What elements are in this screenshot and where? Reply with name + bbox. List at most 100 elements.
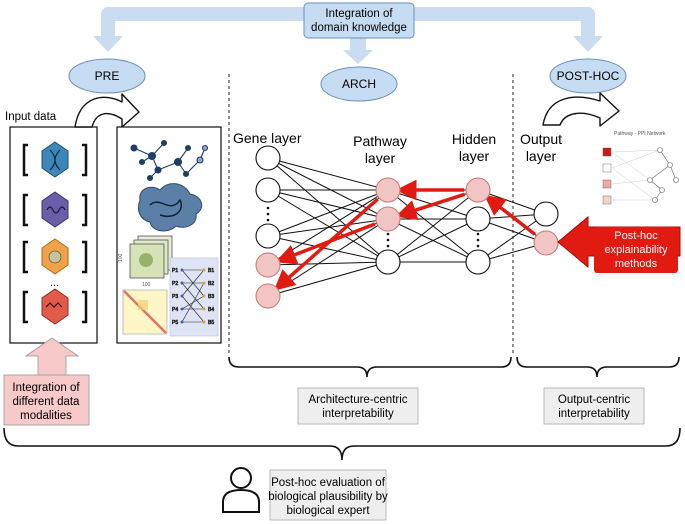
gene-node [255, 145, 281, 171]
ellipsis-dot [266, 206, 270, 210]
posthoc-ellipse [549, 58, 627, 94]
modality-protein [22, 238, 88, 275]
arrow-head-posthoc [573, 36, 603, 52]
posthoc-curved-arrow [542, 92, 620, 127]
modalities-line3: modalities [20, 410, 72, 422]
red-arrow-hidden-pathway-2 [395, 192, 466, 221]
network-nodes [255, 145, 559, 309]
gene-layer-label: Gene layer [233, 130, 302, 146]
bipartite-right-label: B4 [208, 307, 214, 313]
bipartite-left-label: P5 [172, 320, 178, 326]
gene-node [255, 177, 281, 203]
modality-rna [22, 191, 88, 228]
ellipsis-dot [476, 238, 480, 242]
bipartite-left-label: P4 [172, 307, 178, 313]
modalities-line1: Integration of [12, 382, 80, 394]
ellipsis-dot [386, 232, 390, 236]
rna-hex-icon [41, 191, 69, 228]
arch-ellipse [320, 66, 398, 102]
ellipsis-dot [266, 218, 270, 222]
heatmap-axis-x: 100 [142, 282, 151, 288]
pre-ellipse [68, 58, 146, 94]
graph-representation-icon [130, 139, 209, 182]
modality-dna [22, 141, 88, 178]
protein-structure-icon [137, 183, 203, 232]
overall-bracket [3, 427, 681, 461]
domain-knowledge-box [303, 2, 415, 39]
posthoc-methods-line1: Post-hoc [614, 230, 658, 242]
hidden-layer-label-line2: layer [459, 148, 490, 164]
expert-person-icon [222, 467, 260, 513]
input-ellipsis: ... [50, 277, 59, 289]
bipartite-right-label: B1 [208, 268, 214, 274]
heatmap-axis-y: 100 [118, 253, 124, 262]
ellipsis-dot [386, 244, 390, 248]
bipartite-left-label: P1 [172, 268, 178, 274]
bipartite-right-label: B5 [208, 320, 214, 326]
modalities-up-arrow [24, 337, 80, 377]
ellipsis-dot [386, 238, 390, 242]
red-arrow-output-hidden [484, 194, 537, 236]
arrow-head-pre [93, 36, 123, 52]
input-modalities: ... [22, 141, 88, 325]
modalities-line2: different data [13, 396, 81, 408]
pathway-node [375, 177, 401, 203]
gene-node [255, 252, 281, 278]
pre-curved-arrow [74, 93, 140, 128]
modalities-box [3, 374, 90, 426]
output-node [533, 201, 559, 227]
thumbnail-title: Pathway - PPI Network [614, 131, 666, 137]
domain-knowledge-line2: domain knowledge [311, 22, 407, 34]
gene-node [255, 223, 281, 249]
posthoc-methods-box [594, 227, 678, 273]
image-stack-icon: 100 100 [118, 235, 173, 288]
arch-bracket [228, 356, 512, 378]
red-arrow-pathway-gene-2 [275, 222, 376, 265]
pathway-node [375, 206, 401, 232]
output-bracket [516, 356, 680, 378]
output-node [533, 230, 559, 256]
arch-centric-box [297, 387, 419, 425]
hidden-node [465, 177, 491, 203]
bipartite-left-label: P3 [172, 294, 178, 300]
explanation-arrows [273, 179, 537, 291]
output-centric-box [543, 387, 645, 425]
pathway-layer-label-line2: layer [365, 150, 396, 166]
modality-other [22, 288, 88, 325]
hidden-layer-label-line1: Hidden [452, 131, 496, 147]
hidden-node [465, 249, 491, 275]
ellipsis-dot [266, 212, 270, 216]
domain-knowledge-line1: Integration of [325, 8, 393, 20]
posthoc-methods-line2: explainability [605, 244, 668, 256]
pathway-ppi-thumbnail: Pathway - PPI Network [602, 131, 679, 205]
bipartite-right-label: B3 [208, 294, 214, 300]
posthoc-label: POST-HOC [557, 69, 620, 83]
pre-label: PRE [95, 69, 120, 83]
ellipsis-dot [476, 232, 480, 236]
matrix-heatmap-icon [122, 289, 168, 335]
arch-centric-line2: interpretability [322, 408, 394, 420]
arch-label: ARCH [342, 77, 376, 91]
output-layer-label-line1: Output [520, 131, 562, 147]
pathway-layer-label-line1: Pathway [353, 133, 407, 149]
evaluation-line3: biological expert [286, 505, 370, 517]
pathway-node [375, 249, 401, 275]
output-centric-line1: Output-centric [558, 394, 630, 406]
arch-centric-line1: Architecture-centric [308, 394, 407, 406]
bipartite-right-label: B2 [208, 281, 214, 287]
evaluation-line2: biological plausibility by [268, 491, 388, 503]
network-edges [267, 157, 547, 297]
ellipsis-dot [476, 244, 480, 248]
gene-node [255, 283, 281, 309]
output-centric-line2: interpretability [558, 408, 630, 420]
evaluation-box [269, 469, 387, 521]
hidden-node [465, 206, 491, 232]
posthoc-methods-line3: methods [615, 258, 658, 270]
bipartite-left-label: P2 [172, 281, 178, 287]
input-data-label: Input data [5, 111, 57, 123]
output-layer-label-line2: layer [526, 148, 557, 164]
evaluation-line1: Post-hoc evaluation of [271, 477, 386, 489]
arrow-head-arch [343, 50, 373, 64]
